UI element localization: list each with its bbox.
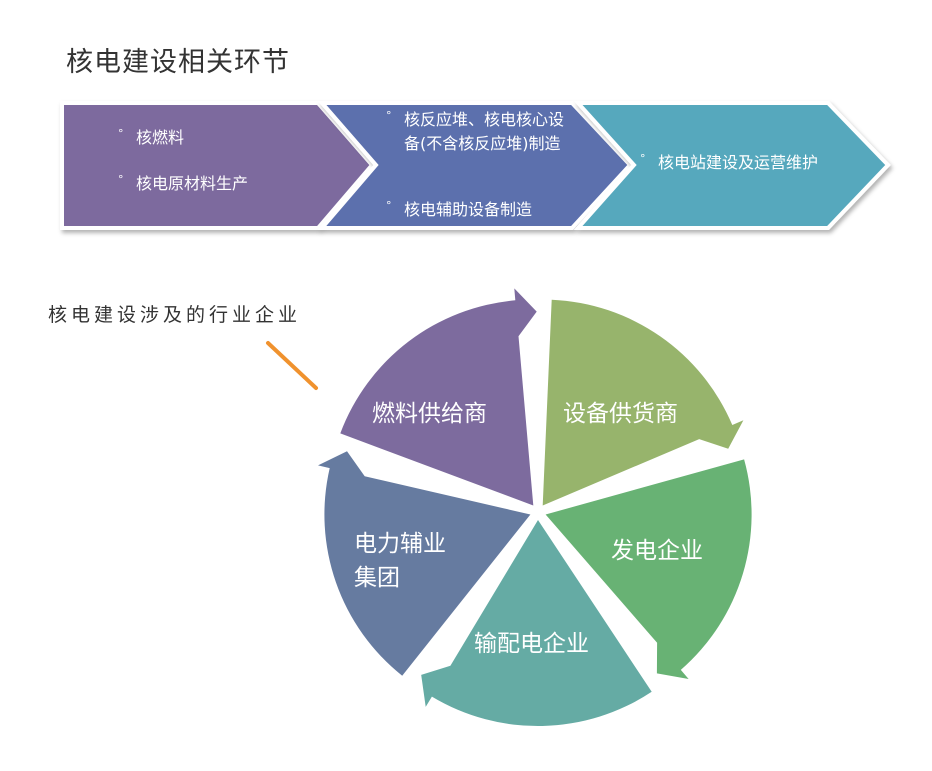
cycle-label-power-generation: 发电企业 bbox=[611, 538, 703, 564]
cycle-label-auxiliary-group: 电力辅业集团 bbox=[354, 531, 446, 591]
chevron-2-item-1: °核反应堆、核电核心设备(不含核反应堆)制造 bbox=[386, 109, 565, 153]
cycle-label-fuel-supplier: 燃料供给商 bbox=[372, 401, 487, 427]
cycle-segment-5 bbox=[340, 288, 537, 506]
cycle-label-equipment-supplier: 设备供货商 bbox=[563, 401, 678, 427]
cycle-segment-4 bbox=[318, 451, 531, 676]
chevron-step-1 bbox=[60, 101, 375, 230]
cycle-segment-2 bbox=[545, 459, 752, 679]
chevron-3-item-1: °核电站建设及运营维护 bbox=[640, 152, 819, 172]
cycle-label-transmission: 输配电企业 bbox=[474, 631, 589, 657]
chevron-2-item-2: °核电辅助设备制造 bbox=[386, 199, 533, 219]
cycle-segment-1 bbox=[542, 299, 744, 506]
annotation-text: 核电建设涉及的行业企业 bbox=[48, 304, 302, 326]
chevron-step-2 bbox=[317, 101, 633, 230]
cycle-segment-3 bbox=[421, 520, 652, 727]
annotation-pointer-line bbox=[266, 341, 318, 390]
chevron-1-item-2: °核电原材料生产 bbox=[118, 173, 249, 193]
page-title: 核电建设相关环节 bbox=[66, 47, 290, 78]
chevron-step-3 bbox=[573, 101, 891, 230]
chevron-1-item-1: °核燃料 bbox=[118, 127, 185, 147]
